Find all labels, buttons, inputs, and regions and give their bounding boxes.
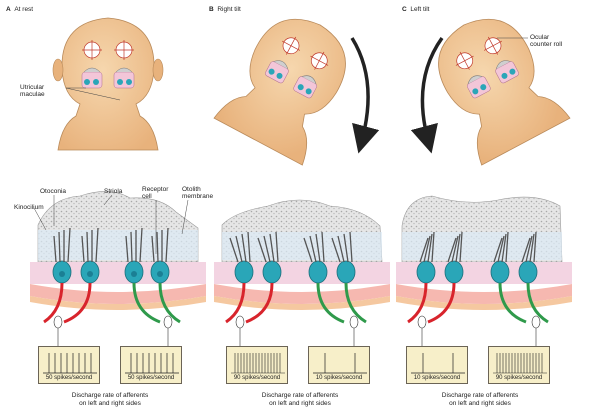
rate-label: 50 spikes/second — [45, 375, 93, 381]
panel-c-title: C Left tilt — [402, 6, 430, 13]
spike-box-3-right: 90 spikes/second — [488, 346, 550, 384]
head-right-tilt — [213, 18, 346, 166]
caption-1: Discharge rate of afferents on left and … — [71, 392, 149, 407]
spike-box-2-left: 90 spikes/second — [226, 346, 288, 384]
macula-panel-2 — [214, 199, 390, 346]
clockwise-arrow — [350, 37, 380, 154]
rate-label: 50 spikes/second — [127, 375, 175, 381]
panel-b-title: B Right tilt — [209, 6, 241, 13]
rate-label: 90 spikes/second — [233, 375, 281, 381]
rate-label: 10 spikes/second — [413, 375, 461, 381]
head-left-tilt — [438, 18, 571, 166]
kinocilium-label: Kinocilium — [14, 204, 44, 211]
receptor-cell-label: Receptor cell — [142, 186, 169, 200]
macula-panel-1 — [30, 191, 206, 346]
macula-panel-3 — [396, 195, 572, 346]
panel-a-title: A At rest — [6, 6, 34, 13]
otoconia-label: Otoconia — [40, 188, 67, 195]
spike-box-1-right: 50 spikes/second — [120, 346, 182, 384]
spike-box-1-left: 50 spikes/second — [38, 346, 100, 384]
caption-3: Discharge rate of afferents on left and … — [441, 392, 519, 407]
head-at-rest — [52, 17, 164, 151]
counterclockwise-arrow — [410, 36, 444, 154]
caption-2: Discharge rate of afferents on left and … — [261, 392, 339, 407]
striola-label: Striola — [104, 188, 123, 195]
spike-box-3-left: 10 spikes/second — [406, 346, 468, 384]
otolith-membrane-label: Otolith membrane — [182, 186, 214, 200]
spike-box-2-right: 10 spikes/second — [308, 346, 370, 384]
utricular-maculae-label: Utricular maculae — [20, 84, 45, 98]
rate-label: 90 spikes/second — [495, 375, 543, 381]
rate-label: 10 spikes/second — [315, 375, 363, 381]
ocular-counter-roll-label: Ocular counter roll — [530, 34, 563, 48]
